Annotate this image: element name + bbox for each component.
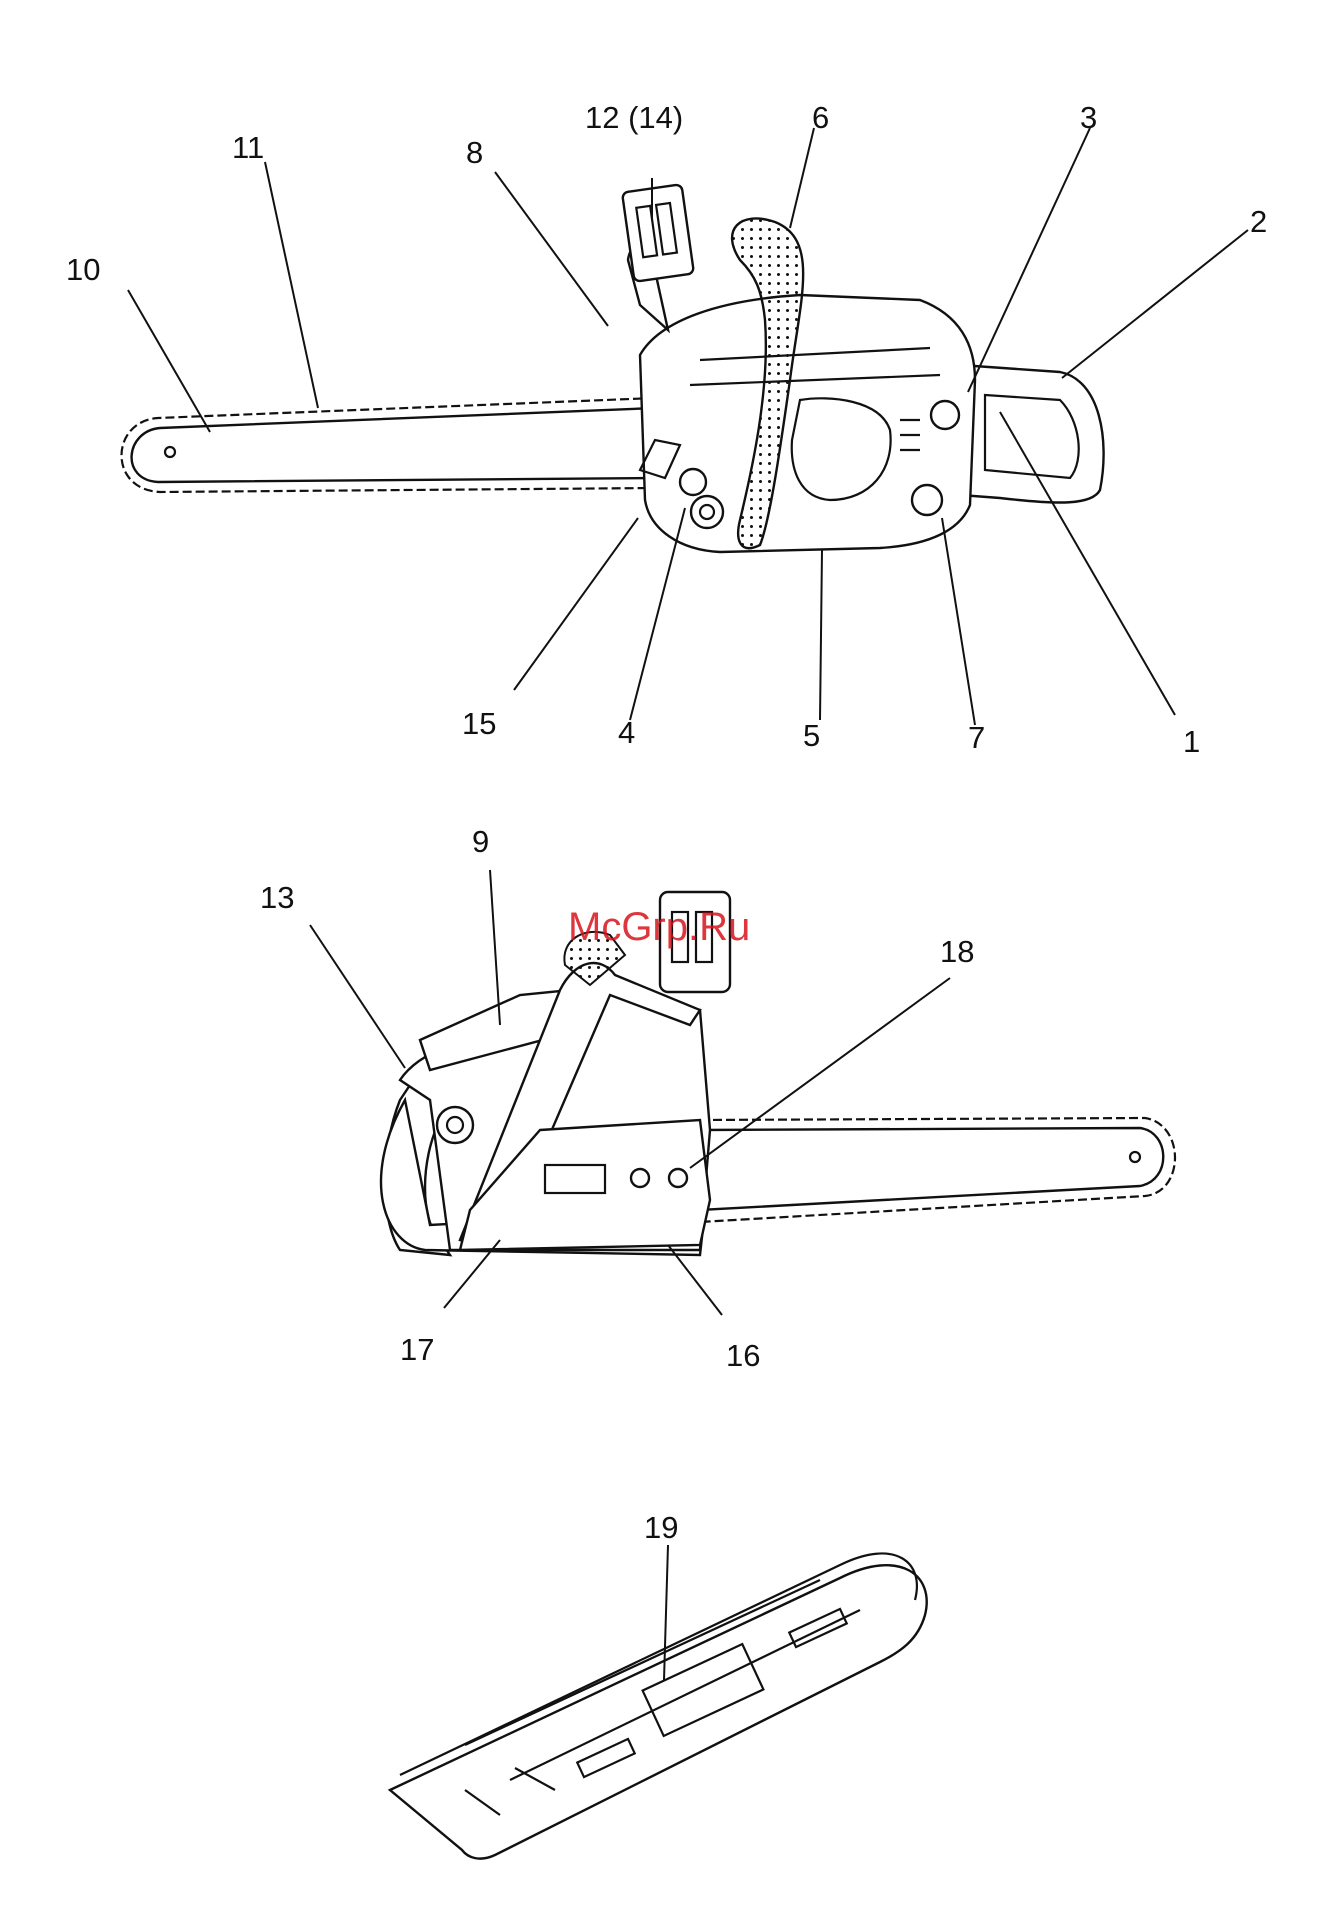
callout-10: 10 xyxy=(66,252,100,287)
callout-7: 7 xyxy=(968,720,985,755)
callout-16: 16 xyxy=(726,1338,760,1373)
callout-4: 4 xyxy=(618,715,635,750)
callout-9: 9 xyxy=(472,824,489,859)
spark-plug-cap xyxy=(931,401,959,429)
callout-5: 5 xyxy=(803,718,820,753)
callout-6: 6 xyxy=(812,100,829,135)
bar-nut-2 xyxy=(669,1169,687,1187)
chain-tensioner xyxy=(691,496,723,528)
callout-19: 19 xyxy=(644,1510,678,1545)
callout-13: 13 xyxy=(260,880,294,915)
watermark: McGrp.Ru xyxy=(568,905,750,949)
callout-17: 17 xyxy=(400,1332,434,1367)
chainsaw-top-view xyxy=(122,184,1104,552)
callout-3: 3 xyxy=(1080,100,1097,135)
callout-1: 1 xyxy=(1183,724,1200,759)
chainsaw-side-view xyxy=(381,892,1175,1255)
guide-bar-side xyxy=(700,1128,1163,1210)
guide-bar-cover xyxy=(390,1553,927,1858)
guide-bar xyxy=(132,408,655,482)
callout-12-14: 12 (14) xyxy=(585,100,683,135)
callout-15: 15 xyxy=(462,706,496,741)
callout-11: 11 xyxy=(232,130,264,165)
callout-18: 18 xyxy=(940,934,974,969)
bar-nut-1 xyxy=(631,1169,649,1187)
callout-2: 2 xyxy=(1250,204,1267,239)
rear-handle xyxy=(960,365,1104,503)
callout-8: 8 xyxy=(466,135,483,170)
fuel-tank-cap xyxy=(912,485,942,515)
